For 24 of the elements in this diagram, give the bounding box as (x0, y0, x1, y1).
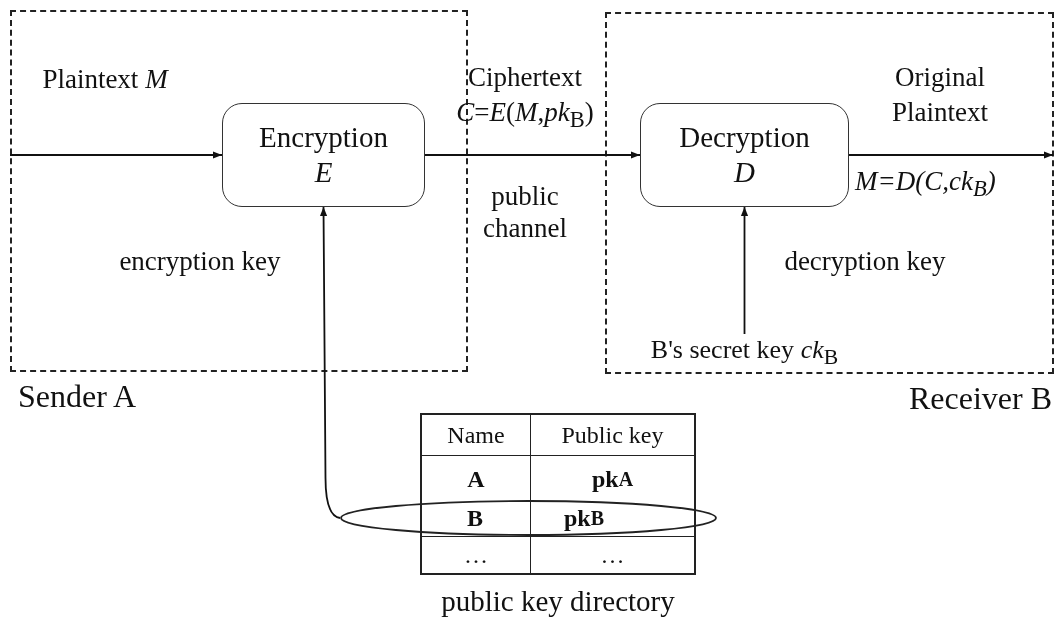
arrow (9, 151, 223, 159)
table-caption: public key directory (441, 585, 675, 618)
channel-label: public channel (482, 180, 568, 245)
edge-label: Ciphertext C=E(M,pk$_{B}$) (455, 61, 595, 135)
ellipse-outline (340, 500, 717, 536)
arrow (848, 151, 1054, 159)
edge-label: encryption key (118, 245, 282, 278)
table-cell-text: … (599, 541, 626, 570)
table-cell: Name (422, 415, 531, 456)
table-cell-text: B (466, 504, 484, 533)
edge-label: Original Plaintext (891, 61, 989, 130)
table-cell: A (422, 456, 531, 502)
region-title: Sender A (18, 378, 137, 415)
edge-label: decryption key (783, 245, 947, 278)
edge-label: Plaintext M (41, 63, 170, 96)
table-cell: Public key (531, 415, 694, 456)
table-cell: … (422, 537, 531, 573)
formula-label: M=D(C,ck$_{B}$) (855, 165, 997, 203)
region-title: Receiver B (908, 380, 1052, 417)
arrow (424, 151, 641, 159)
process-box: Encryption E (222, 103, 425, 207)
process-box: Decryption D (640, 103, 849, 207)
arrow (740, 206, 749, 335)
arrow (319, 206, 341, 519)
